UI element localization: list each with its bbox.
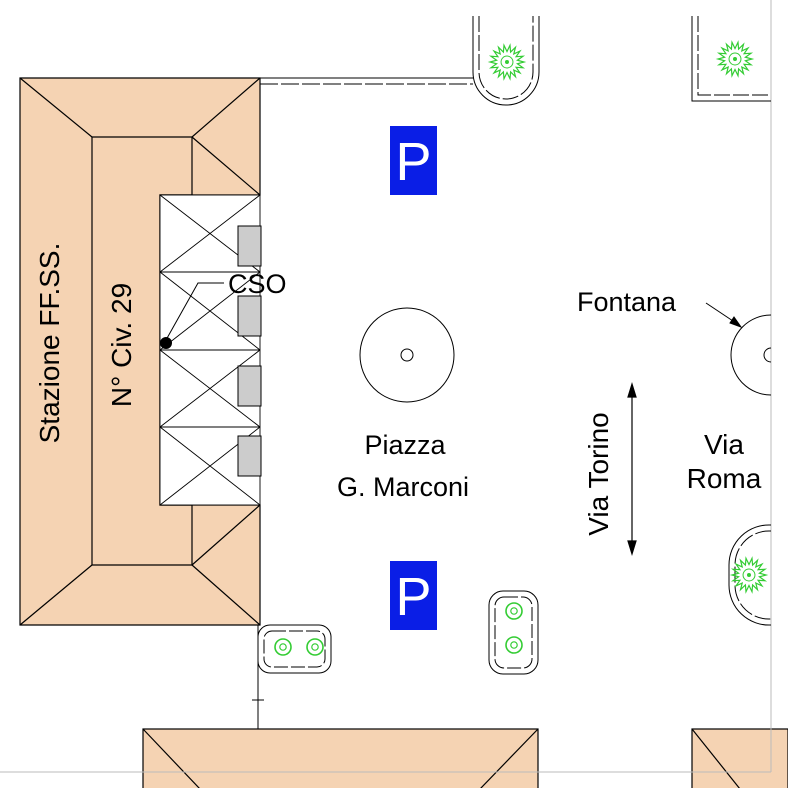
arrowhead-up [627,381,637,398]
roof-hip-line [191,77,261,138]
label-piazza-line2: G. Marconi [337,472,469,502]
flowerbed-top-right [691,16,771,102]
fountain-icon [359,307,455,403]
parking-sign-icon [390,561,437,630]
fountain-center [763,347,772,363]
flowerbed-top-right-inner [697,16,771,96]
curbs [0,0,772,773]
roof-hip-line [19,77,93,138]
arrowhead-down [627,540,637,557]
roof-hip-line [19,564,93,626]
flowerbed-mid-inner [494,596,533,669]
label-via-roma-line2: Roma [687,463,762,494]
double-arrow-icon [627,381,637,557]
roof-hip-line [480,728,539,788]
flowerbed-mid [488,590,539,675]
flowerbed-station-inner [263,630,326,668]
cso-leader-line [165,282,224,341]
tree-icon [505,602,523,620]
label-fountain: Fontana [577,287,677,317]
label-station: Stazione FF.SS. [34,243,65,444]
fontana-leader-line [705,302,737,324]
parking-letter: P [395,567,431,627]
fountain-piazza [359,307,455,403]
label-via-torino: Via Torino [583,412,614,536]
pillar [237,435,262,477]
flowerbed-top-middle-inner [478,16,534,100]
tree-icon [715,40,755,78]
location-marker-icon [160,337,172,349]
pillar [237,225,262,267]
bottom-building-right [691,728,788,788]
label-civic-number: N° Civ. 29 [106,283,137,407]
bottom-building-left [142,728,539,788]
parking-letter: P [395,132,431,192]
tree-icon [729,556,769,594]
roof-hip-line [191,564,261,626]
pillars [237,225,262,477]
tree-icon [306,638,324,656]
parking-sign-bottom: P [390,561,437,630]
fountain-via-roma [730,314,772,396]
flowerbeds [257,16,772,675]
roof-hip-line [191,136,261,196]
flowerbed-right [728,524,772,626]
bottom-building-left-outline [142,728,539,788]
pillar [237,365,262,407]
cso-marker [160,282,224,349]
tree-icon [274,638,292,656]
label-via-roma-line1: Via [704,429,744,460]
bottom-building-right-outline [691,728,788,788]
portico-bracing [159,194,261,506]
fontana-leader [705,302,743,329]
tree-icon [487,43,527,81]
fountain-center [400,348,414,362]
parking-sign-icon [390,126,437,195]
label-piazza-line1: Piazza [364,430,446,460]
label-cso: CSO [228,269,287,299]
roof-hip-line [142,728,200,788]
flowerbed-top-middle [472,16,540,106]
fontana-arrowhead [729,316,743,329]
roof-hip-line [191,504,261,566]
roof-hip-line [691,728,740,788]
fountain-icon [730,314,772,396]
flowerbed-station [257,624,332,674]
pillar [237,295,262,337]
flowerbed-right-inner [734,530,772,620]
parking-sign-top: P [390,126,437,195]
trees [274,40,769,656]
tree-icon [505,636,523,654]
